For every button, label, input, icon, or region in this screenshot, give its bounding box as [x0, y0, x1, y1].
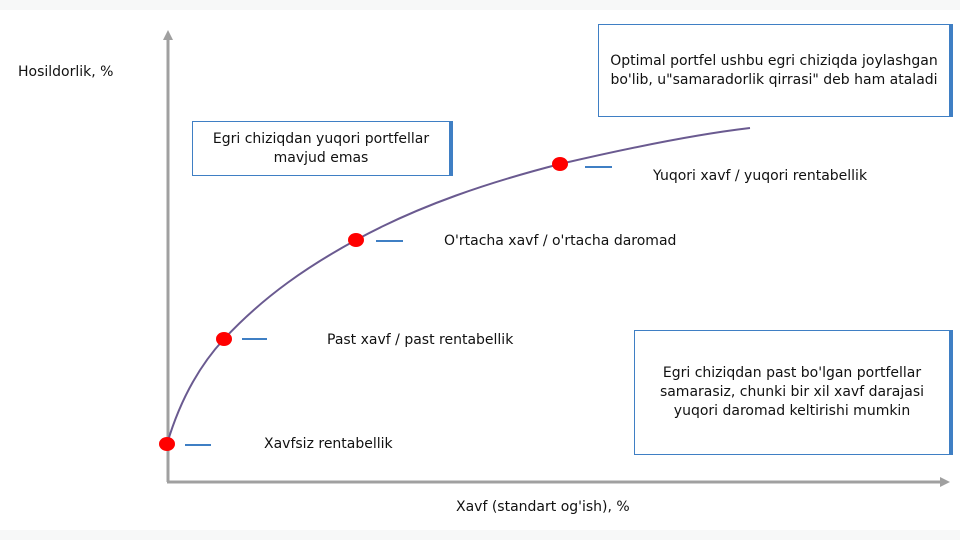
y-axis-label: Hosildorlik, %: [18, 64, 114, 80]
point-high: [552, 157, 568, 171]
efficient-frontier-curve: [166, 127, 751, 445]
callout-below-text: Egri chiziqdan past bo'lgan portfellar s…: [659, 365, 925, 419]
point-low: [216, 332, 232, 346]
callout-below: Egri chiziqdan past bo'lgan portfellar s…: [634, 330, 950, 455]
point-label-low: Past xavf / past rentabellik: [327, 332, 514, 348]
y-axis-arrow: [163, 30, 173, 40]
callout-above: Egri chiziqdan yuqori portfellar mavjud …: [192, 121, 450, 176]
callout-above-text: Egri chiziqdan yuqori portfellar mavjud …: [212, 130, 430, 166]
point-medium: [348, 233, 364, 247]
x-axis-arrow: [940, 477, 950, 487]
x-axis-label: Xavf (standart og'ish), %: [456, 499, 630, 515]
point-label-high: Yuqori xavf / yuqori rentabellik: [653, 168, 868, 184]
point-label-risk-free: Xavfsiz rentabellik: [264, 436, 393, 452]
callout-optimal: Optimal portfel ushbu egri chiziqda joyl…: [598, 24, 950, 117]
point-risk-free: [159, 437, 175, 451]
callout-optimal-text: Optimal portfel ushbu egri chiziqda joyl…: [610, 52, 938, 88]
point-label-medium: O'rtacha xavf / o'rtacha daromad: [444, 233, 677, 249]
